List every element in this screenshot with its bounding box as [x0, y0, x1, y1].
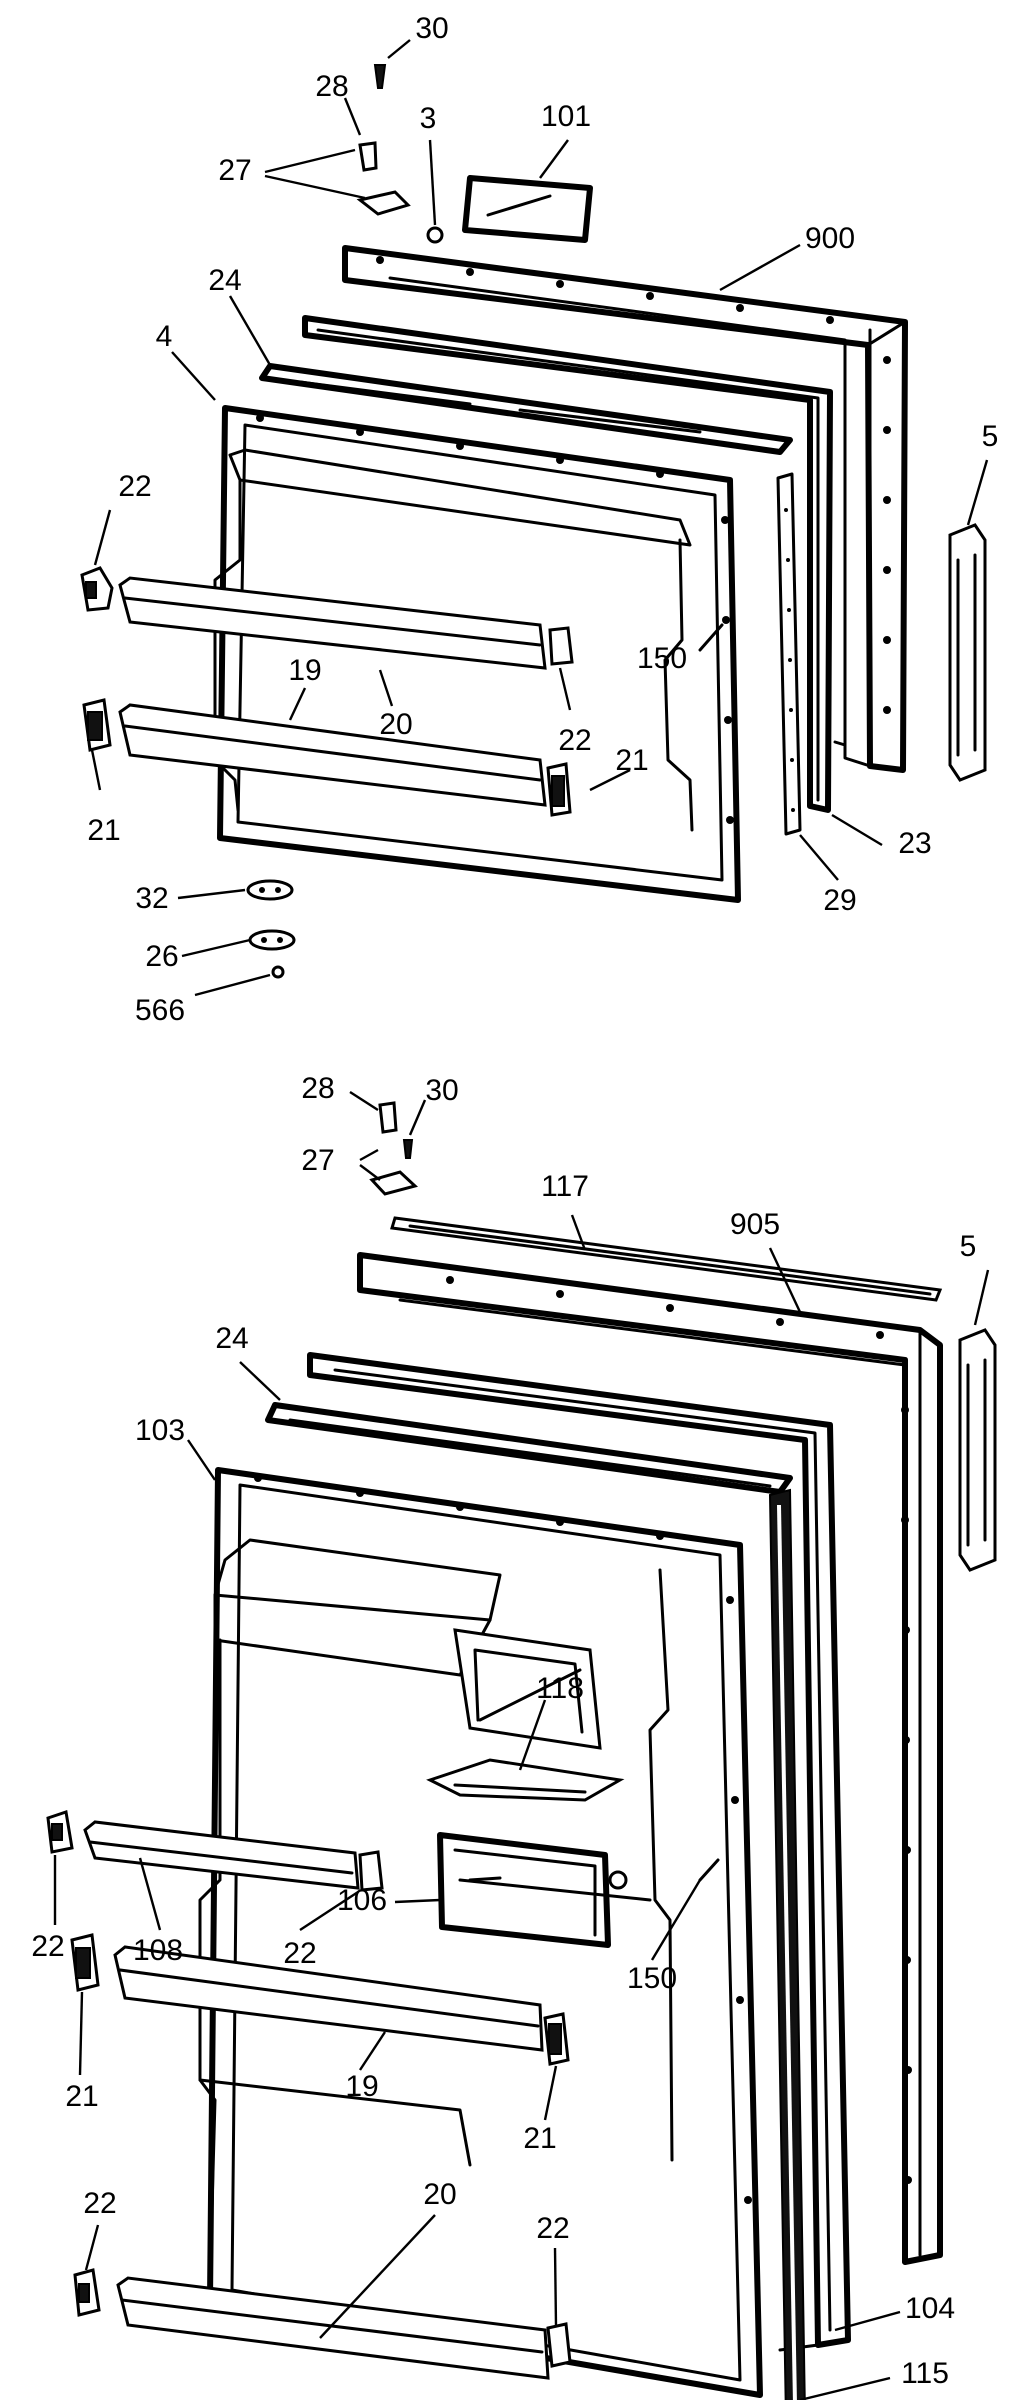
callout-5: 5: [982, 420, 999, 453]
callout-22: 22: [283, 1937, 316, 1970]
door-liner-103: [198, 1467, 763, 2398]
callout-21: 21: [65, 2080, 98, 2113]
callout-27: 27: [218, 154, 251, 187]
rail-clip-21-right: [546, 762, 572, 817]
callout-103: 103: [135, 1414, 185, 1447]
side-strip-29: [776, 472, 802, 836]
callout-22: 22: [558, 724, 591, 757]
callout-19: 19: [345, 2070, 378, 2103]
shelf-rail-108: [83, 1820, 360, 1890]
callout-24: 24: [215, 1322, 248, 1355]
callout-5: 5: [960, 1230, 977, 1263]
hinge-hardware-lower: [369, 1101, 419, 1196]
bushing-26: [248, 929, 296, 951]
rail-clip-22-left: [80, 566, 114, 612]
shelf-rail-upper-20: [118, 576, 547, 670]
rail-clip-22-right: [548, 626, 574, 666]
rail-clip-22-lower-b: [358, 1850, 384, 1892]
gasket-frame-23: [302, 315, 833, 813]
leader-lines-lower: [53, 1090, 990, 2400]
callout-104: 104: [905, 2292, 955, 2325]
callout-566: 566: [135, 994, 185, 1027]
outer-door-panel-905: [357, 1252, 943, 2265]
callout-23: 23: [898, 827, 931, 860]
callout-24: 24: [208, 264, 241, 297]
callout-29: 29: [823, 884, 856, 917]
callout-117: 117: [541, 1170, 589, 1203]
screw-150-lower: [698, 1858, 720, 1882]
callout-4: 4: [156, 320, 173, 353]
callout-3: 3: [420, 102, 437, 135]
callout-20: 20: [423, 2178, 456, 2211]
door-liner-4: [213, 405, 741, 903]
nameplate-101: [462, 175, 593, 243]
callout-20: 20: [379, 708, 412, 741]
callout-118: 118: [536, 1672, 584, 1705]
callout-28: 28: [301, 1072, 334, 1105]
callout-150: 150: [627, 1962, 677, 1995]
rail-clip-21-lower-a: [70, 1933, 100, 1992]
callout-900: 900: [805, 222, 855, 255]
shelf-rail-19-lower: [113, 1945, 544, 2052]
callout-22: 22: [118, 470, 151, 503]
callout-905: 905: [730, 1208, 780, 1241]
rail-clip-22-lower-a: [46, 1810, 74, 1854]
callout-28: 28: [315, 70, 348, 103]
rail-clip-21-lower-b: [543, 2012, 570, 2066]
callout-108: 108: [133, 1934, 183, 1967]
breaker-strip-24: [259, 363, 793, 455]
callout-22: 22: [83, 2187, 116, 2220]
lower-door-assembly: 28 30 27 117 905 5 24 103 118 22 108 22 …: [31, 1072, 997, 2400]
callout-21: 21: [87, 814, 120, 847]
callouts-upper: 30 28 3 101 27 900 24 4 5 22 19 20 150 2…: [87, 12, 998, 1027]
screw-150: [698, 623, 724, 652]
callouts-lower: 28 30 27 117 905 5 24 103 118 22 108 22 …: [31, 1072, 976, 2390]
side-strip-115: [768, 1488, 806, 2400]
door-handle-5-lower: [958, 1328, 997, 1572]
upper-door-assembly: 30 28 3 101 27 900 24 4 5 22 19 20 150 2…: [80, 12, 998, 1027]
butter-door-106: [437, 1832, 628, 1948]
door-handle-5: [948, 523, 987, 782]
callout-19: 19: [288, 654, 321, 687]
leader-lines-upper: [90, 39, 989, 997]
callout-21: 21: [523, 2122, 556, 2155]
outer-door-panel-900: [342, 245, 908, 773]
rail-clip-21-left: [82, 698, 112, 752]
callout-22: 22: [536, 2212, 569, 2245]
callout-22: 22: [31, 1930, 64, 1963]
callout-150: 150: [637, 642, 687, 675]
callout-101: 101: [541, 100, 591, 133]
hinge-hardware-upper: [356, 64, 444, 244]
callout-26: 26: [145, 940, 178, 973]
dairy-compartment-118: [426, 1628, 625, 1802]
rail-clip-22-lower-d: [546, 2322, 572, 2368]
callout-30: 30: [415, 12, 448, 45]
callout-32: 32: [135, 882, 168, 915]
trim-strip-117: [390, 1216, 943, 1302]
hinge-pin-32: [246, 879, 294, 901]
shelf-rail-20-lower: [116, 2276, 550, 2380]
shelf-rail-lower-19: [118, 703, 547, 807]
callout-27: 27: [301, 1144, 334, 1177]
callout-106: 106: [337, 1884, 387, 1917]
washer-566: [271, 965, 285, 979]
rail-clip-22-lower-c: [73, 2268, 101, 2317]
callout-115: 115: [901, 2357, 949, 2390]
callout-30: 30: [425, 1074, 458, 1107]
callout-21: 21: [615, 744, 648, 777]
